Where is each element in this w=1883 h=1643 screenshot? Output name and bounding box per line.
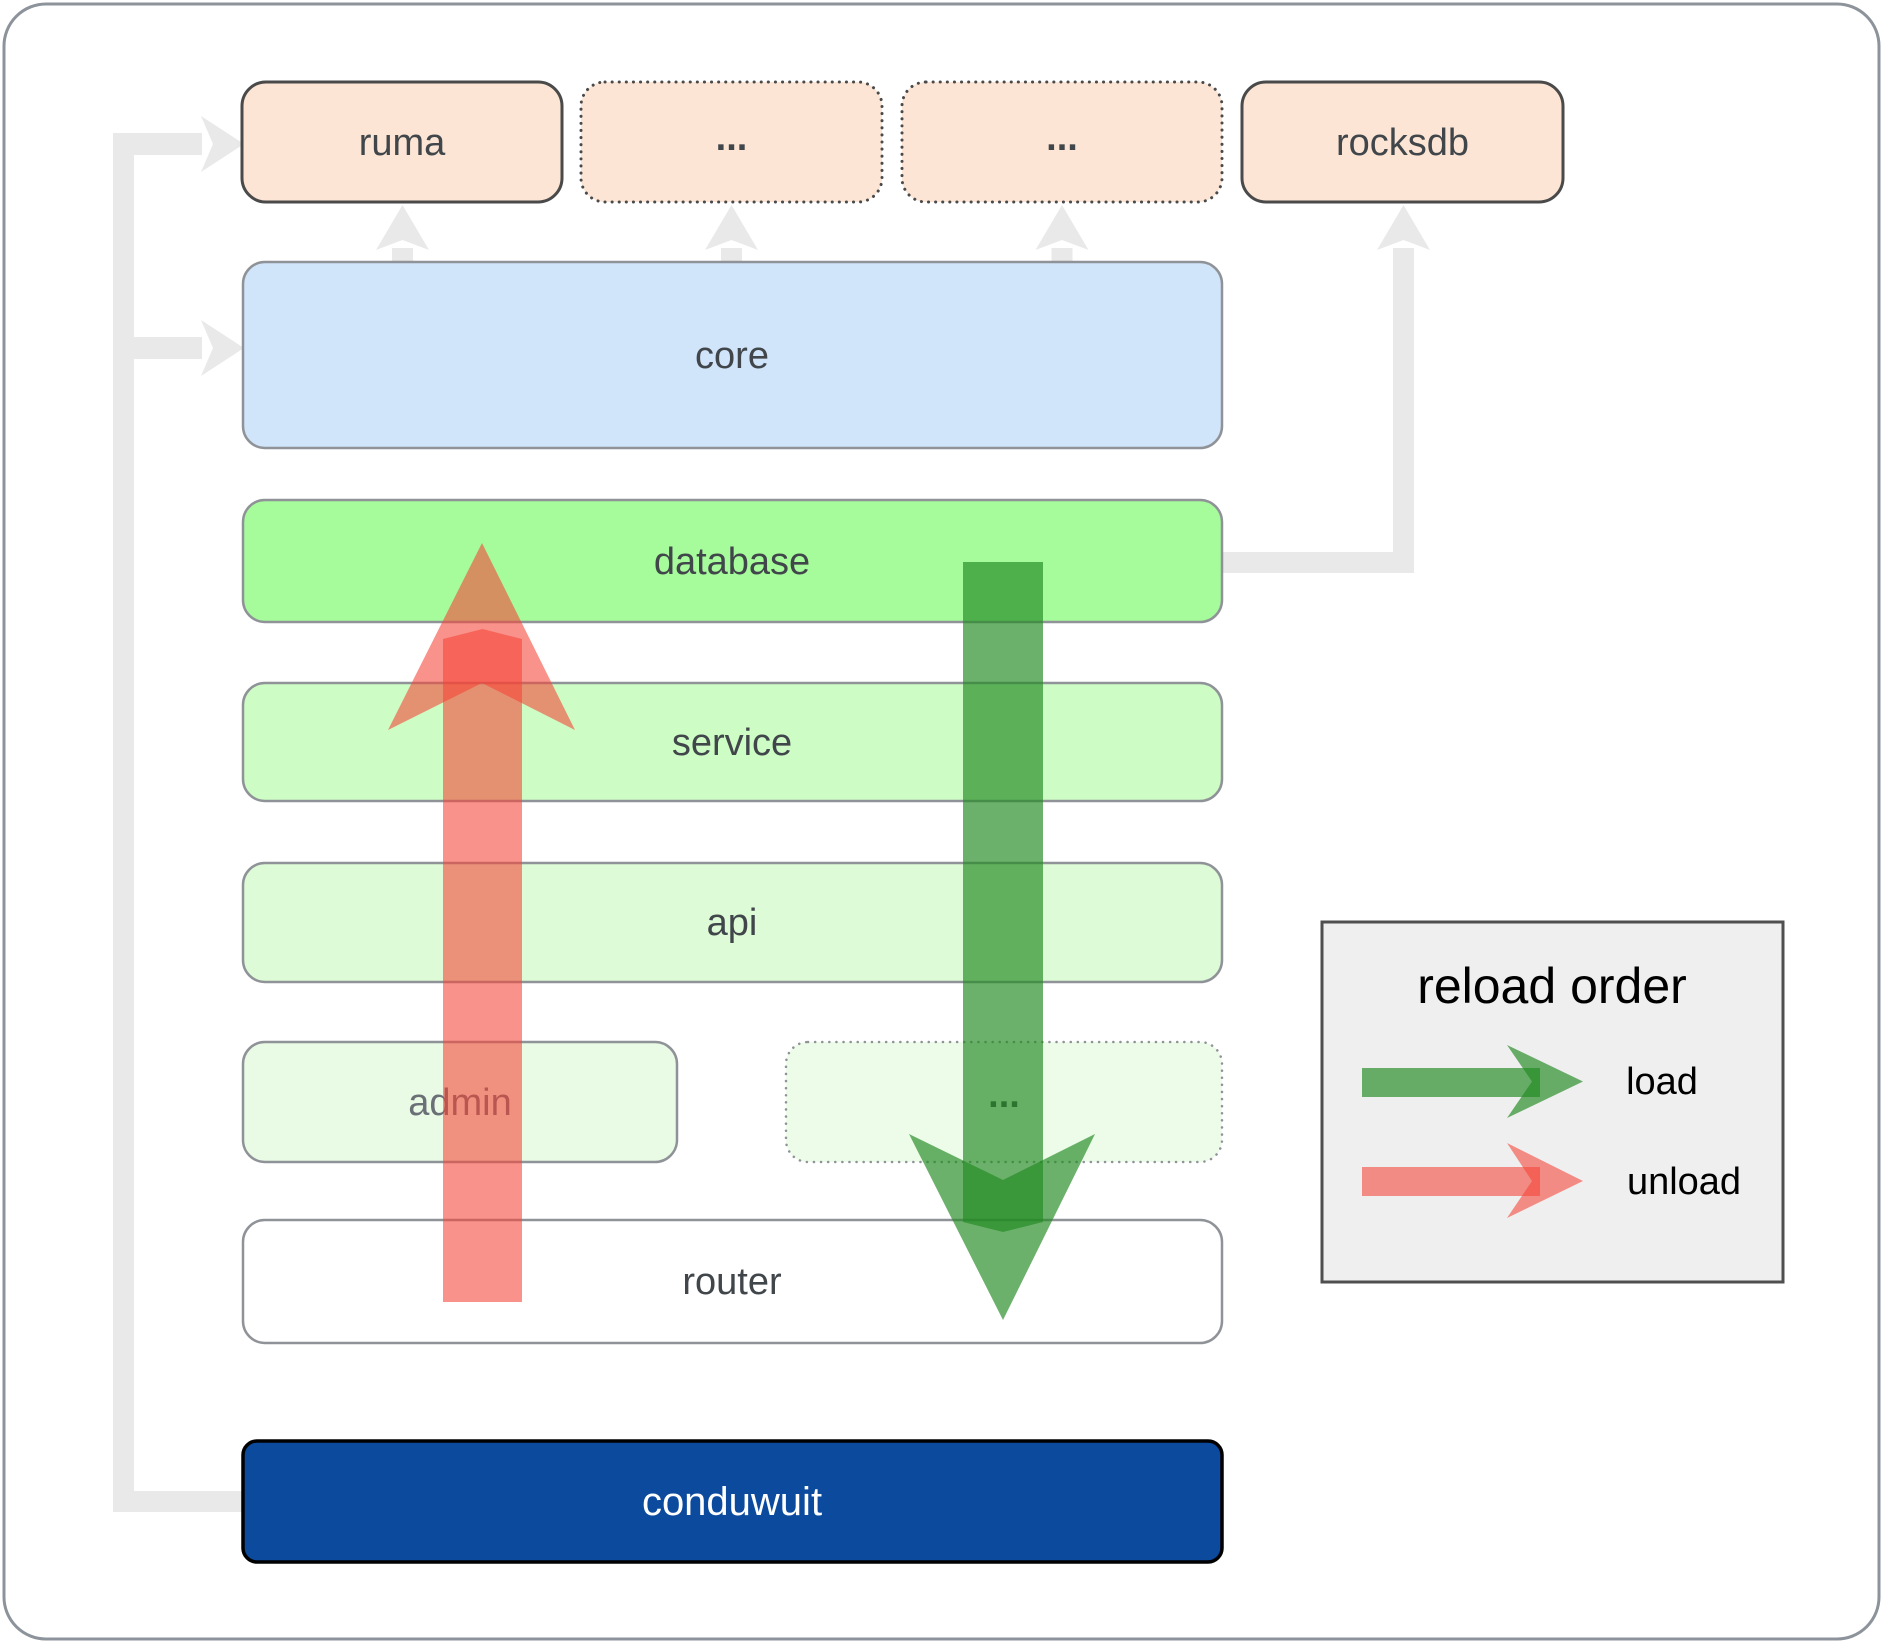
connector-to-ruma-arrowhead-icon bbox=[201, 116, 244, 172]
reload-arrows bbox=[388, 543, 1095, 1320]
connector-conduwuit-stub bbox=[113, 1491, 243, 1512]
conduwuit-box bbox=[241, 1439, 1224, 1564]
legend-load-arrow-shaft bbox=[1362, 1068, 1540, 1097]
connector-core-ruma-shaft bbox=[392, 248, 413, 264]
core-box bbox=[241, 260, 1224, 450]
legend-unload-label: unload bbox=[1627, 1161, 1741, 1203]
connector-core-ellipsis1-arrowhead-icon bbox=[705, 205, 758, 250]
api-label: api bbox=[707, 902, 758, 944]
unload-arrow-head-icon bbox=[388, 543, 575, 730]
legend-box bbox=[1320, 920, 1785, 1284]
core-label: core bbox=[695, 335, 769, 377]
database-label: database bbox=[654, 541, 810, 583]
service-label: service bbox=[672, 722, 792, 764]
load-arrow-shaft bbox=[963, 562, 1043, 1232]
connector-db-rocksdb-arrowhead-icon bbox=[1377, 205, 1430, 250]
dependency-ellipsis-box-1 bbox=[579, 80, 884, 204]
legend-load-arrow-head-icon bbox=[1507, 1045, 1583, 1118]
router-label: router bbox=[682, 1261, 782, 1303]
legend-title: reload order bbox=[1417, 958, 1687, 1014]
load-arrow-head-icon bbox=[909, 1134, 1095, 1320]
conduwuit-label: conduwuit bbox=[642, 1480, 822, 1524]
ruma-label: ruma bbox=[359, 122, 446, 164]
connector-to-core-shaft bbox=[113, 337, 202, 359]
connector-to-core-arrowhead-icon bbox=[201, 320, 244, 376]
connector-core-ellipsis1-shaft bbox=[721, 248, 742, 264]
connector-to-ruma-shaft bbox=[113, 133, 202, 155]
rocksdb-box bbox=[1240, 80, 1565, 204]
legend-unload-arrow-shaft bbox=[1362, 1167, 1540, 1196]
legend-unload-arrow-head-icon bbox=[1507, 1143, 1583, 1218]
legend-load-label: load bbox=[1626, 1061, 1698, 1103]
rocksdb-label: rocksdb bbox=[1336, 122, 1469, 164]
connector-db-rocksdb-vertical bbox=[1393, 248, 1414, 573]
top-row: ruma ... ... rocksdb bbox=[240, 80, 1565, 204]
dependency-ellipsis-label-2: ... bbox=[1046, 117, 1078, 159]
ruma-box bbox=[240, 80, 564, 204]
connector-left-trunk bbox=[113, 133, 134, 1512]
connector-core-ellipsis2-shaft bbox=[1051, 248, 1073, 264]
legend: reload order load unload bbox=[1320, 920, 1785, 1284]
connector-lines bbox=[113, 116, 1430, 1512]
connector-core-ellipsis2-arrowhead-icon bbox=[1035, 205, 1089, 250]
dependency-ellipsis-label-1: ... bbox=[716, 117, 748, 159]
dependency-ellipsis-box-2 bbox=[900, 80, 1224, 204]
connector-core-ruma-arrowhead-icon bbox=[376, 205, 429, 250]
connector-db-rocksdb-horizontal bbox=[1222, 552, 1404, 573]
unload-arrow-shaft bbox=[443, 629, 522, 1302]
conduwuit-node: conduwuit bbox=[241, 1439, 1224, 1564]
